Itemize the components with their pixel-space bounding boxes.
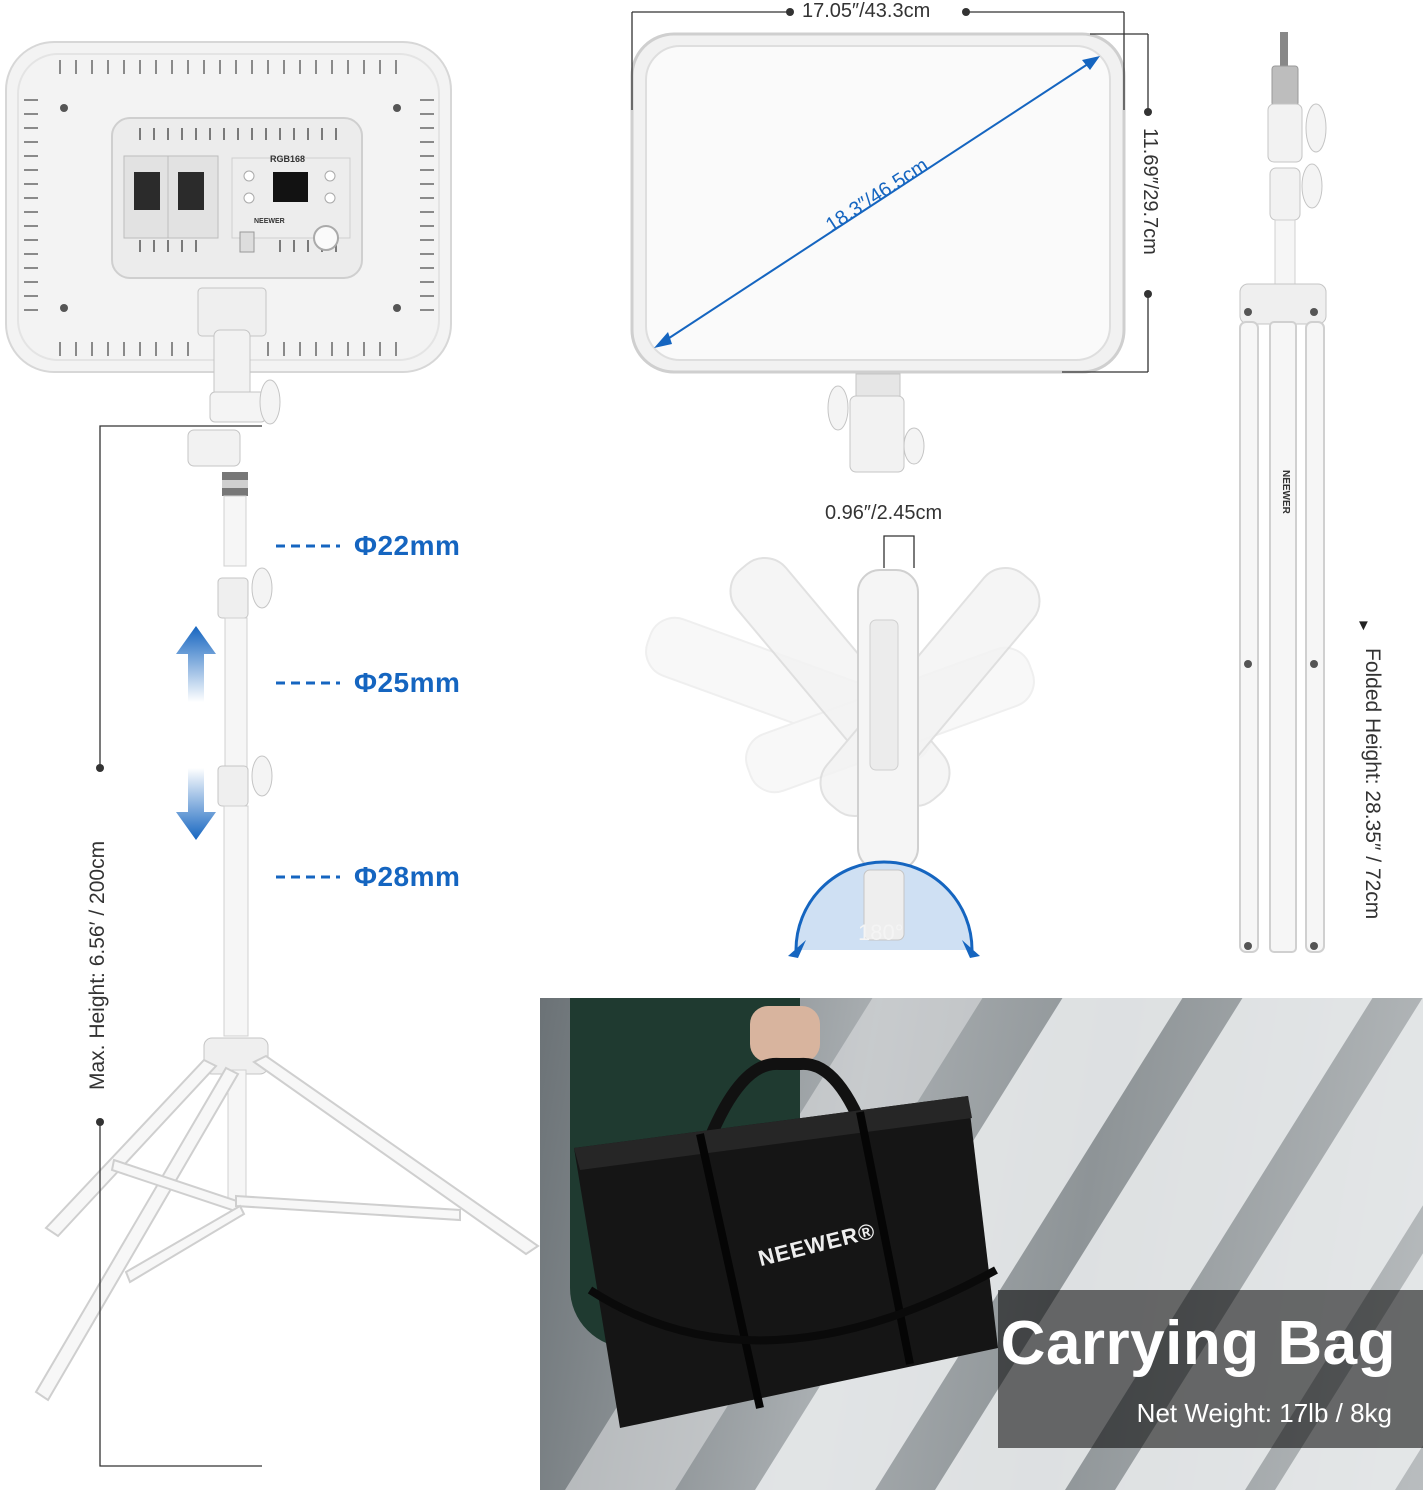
folded-stand-illustration bbox=[1239, 32, 1327, 953]
panel-model-label: RGB168 bbox=[270, 154, 306, 164]
panel-thickness-label: 0.96″/2.45cm bbox=[825, 502, 943, 524]
tube-diameter-label-top: Φ22mm bbox=[354, 530, 461, 561]
caption-panel bbox=[998, 1290, 1423, 1448]
panel-brand-label: NEEWER bbox=[254, 218, 285, 225]
max-height-label: Max. Height: 6.56′ / 200cm bbox=[86, 840, 109, 1090]
tube-diameter-label-middle: Φ25mm bbox=[354, 667, 461, 698]
bag-illustration bbox=[574, 1057, 998, 1428]
folded-height-marker-icon: ▼ bbox=[1356, 617, 1371, 634]
stand-brand-label: NEEWER bbox=[1280, 470, 1291, 514]
panel-tilt-illustration bbox=[645, 535, 1041, 958]
panel-back-illustration bbox=[5, 41, 540, 1467]
tube-diameter-label-bottom: Φ28mm bbox=[354, 861, 461, 892]
hand bbox=[750, 1006, 820, 1062]
retract-down-arrow-icon bbox=[176, 768, 216, 840]
panel-front-illustration bbox=[630, 8, 1152, 473]
rotation-angle-label: 180° bbox=[858, 920, 904, 945]
panel-width-label: 17.05″/43.3cm bbox=[802, 0, 931, 22]
bag-title: Carrying Bag bbox=[1000, 1309, 1396, 1378]
extend-up-arrow-icon bbox=[176, 626, 216, 702]
bag-weight: Net Weight: 17lb / 8kg bbox=[1136, 1398, 1392, 1428]
folded-height-label: Folded Height: 28.35″ / 72cm bbox=[1361, 648, 1384, 920]
panel-height-label: 11.69″/29.7cm bbox=[1139, 128, 1161, 255]
